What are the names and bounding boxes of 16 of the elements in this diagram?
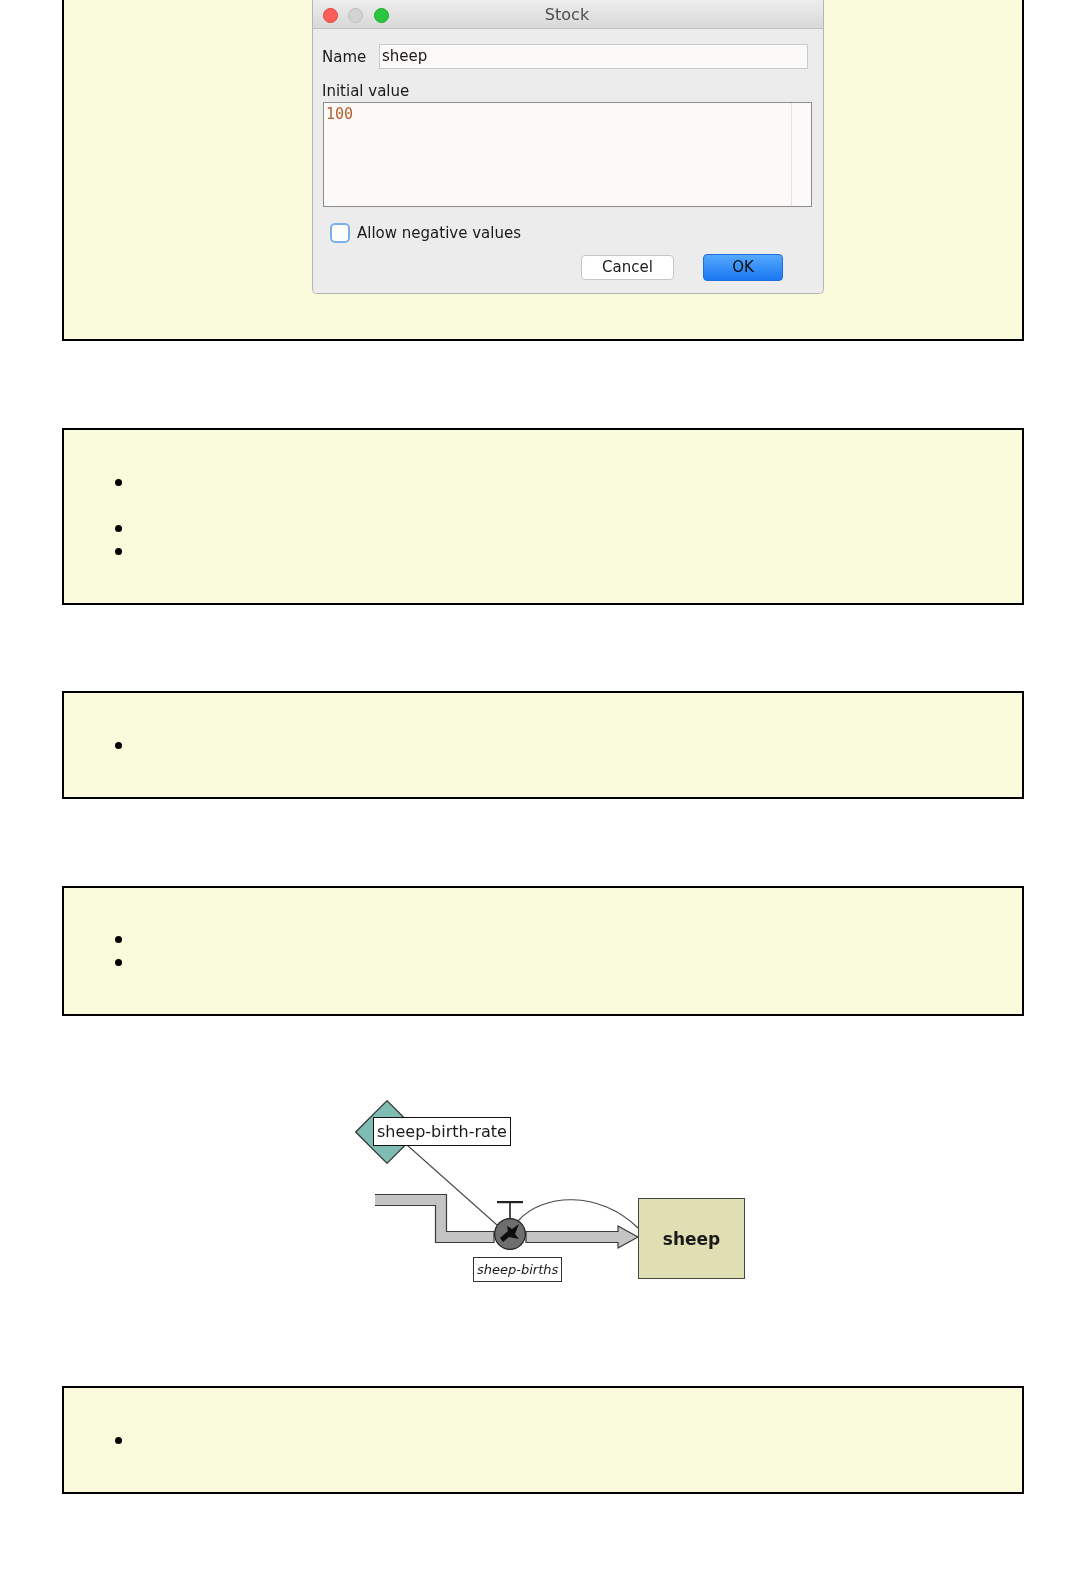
link-line <box>406 1144 498 1226</box>
field-label: Name <box>322 48 367 66</box>
text-area-field: 100 <box>323 102 812 207</box>
converter-node: sheep-birth-rate <box>355 1100 511 1164</box>
checkbox-label: Allow negative values <box>357 224 521 242</box>
field-label: Initial value <box>322 82 410 100</box>
flow-valve <box>494 1201 526 1250</box>
flow-pipe <box>374 1193 495 1244</box>
flow-pipe <box>525 1225 640 1249</box>
link-line <box>517 1199 639 1229</box>
node-caption: sheep-births <box>473 1257 563 1282</box>
cancel-button: Cancel <box>581 255 674 280</box>
ok-button: OK <box>703 254 783 281</box>
input-field: sheep <box>379 44 808 69</box>
dialog-title: Stock <box>544 6 590 24</box>
stock-box: sheep <box>638 1198 745 1279</box>
